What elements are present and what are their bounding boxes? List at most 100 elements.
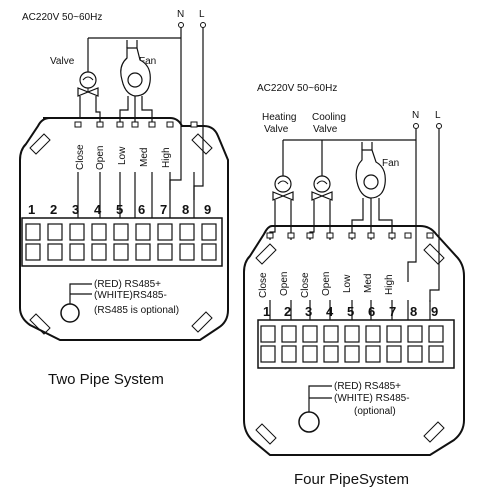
- four-pipe-tab-tr: [423, 243, 445, 265]
- two-pipe-terminal-number: 7: [160, 202, 167, 217]
- two-pipe-label-open: Open: [95, 146, 106, 170]
- four-pipe-heating-valve-icon: [272, 175, 294, 201]
- four-pipe-label-close-heating: Close: [258, 272, 269, 298]
- terminal-screw: [266, 232, 274, 239]
- terminal-cell: [201, 223, 217, 241]
- two-pipe-valve-wire-open: [95, 96, 101, 125]
- two-pipe-rs485-note: (RS485 is optional): [94, 305, 179, 316]
- four-pipe-terminal-number: 7: [389, 304, 396, 319]
- terminal-screw: [326, 232, 334, 239]
- four-pipe-terminal-cells: [260, 325, 444, 363]
- two-pipe-fan-top: [126, 40, 138, 48]
- two-pipe-n-terminal: [178, 22, 184, 28]
- four-pipe-label-open-cooling: Open: [321, 272, 332, 296]
- two-pipe-label-med: Med: [139, 148, 150, 167]
- terminal-cell: [91, 223, 107, 241]
- terminal-screw: [148, 121, 156, 128]
- four-pipe-fan-top: [361, 142, 373, 150]
- terminal-cell-lower: [91, 243, 107, 261]
- four-pipe-caption: Four PipeSystem: [294, 471, 409, 488]
- terminal-cell-lower: [179, 243, 195, 261]
- four-pipe-label-open-heating: Open: [279, 272, 290, 296]
- two-pipe-n-label: N: [177, 9, 184, 20]
- two-pipe-label-low: Low: [117, 146, 128, 165]
- terminal-cell-lower: [25, 243, 41, 261]
- four-pipe-fan-icon: [355, 149, 386, 199]
- four-pipe-n-label: N: [412, 110, 419, 121]
- four-pipe-rs485-red: (RED) RS485+: [334, 381, 401, 392]
- four-pipe-label-low: Low: [342, 274, 353, 293]
- terminal-screw: [404, 232, 412, 239]
- two-pipe-valve-label: Valve: [50, 56, 75, 67]
- terminal-screw: [306, 232, 314, 239]
- four-pipe-fan-high-wire: [378, 198, 393, 240]
- terminal-screw: [426, 232, 434, 239]
- four-pipe-cooling-valve-icon: [311, 175, 333, 201]
- four-pipe-terminal-screws: [266, 232, 434, 239]
- two-pipe-l-terminal: [200, 22, 206, 28]
- two-pipe-label-close: Close: [75, 144, 86, 170]
- two-pipe-diagram: AC220V 50~60Hz N L Valve Fan: [19, 9, 229, 388]
- four-pipe-rs485-wire-red: [308, 385, 332, 412]
- two-pipe-rs485-wire-red: [69, 283, 92, 304]
- terminal-screw: [131, 121, 139, 128]
- two-pipe-terminal-number: 9: [204, 202, 211, 217]
- four-pipe-diagram: AC220V 50~60Hz N L Heating Valve Cooling…: [243, 83, 465, 488]
- four-pipe-tab-tl: [255, 243, 277, 265]
- terminal-cell-lower: [47, 243, 63, 261]
- terminal-cell-lower: [428, 345, 444, 363]
- terminal-screw: [96, 121, 104, 128]
- terminal-cell-lower: [386, 345, 402, 363]
- two-pipe-valve-wire-close: [78, 96, 81, 119]
- terminal-cell: [302, 325, 318, 343]
- terminal-screw: [116, 121, 124, 128]
- two-pipe-tab-tr: [191, 133, 213, 155]
- two-pipe-fan-high-wire: [141, 96, 153, 125]
- two-pipe-terminal-number: 8: [182, 202, 189, 217]
- terminal-cell-lower: [407, 345, 423, 363]
- two-pipe-caption: Two Pipe System: [48, 371, 164, 388]
- two-pipe-terminal-cells: [25, 223, 217, 261]
- two-pipe-tab-bl: [29, 313, 51, 335]
- two-pipe-fan-icon: [120, 47, 151, 97]
- two-pipe-rs485-red: (RED) RS485+: [94, 279, 161, 290]
- terminal-cell: [157, 223, 173, 241]
- four-pipe-l-wire: [429, 129, 440, 302]
- terminal-screw: [367, 232, 375, 239]
- four-pipe-cooling-label-1: Cooling: [312, 112, 346, 123]
- terminal-cell-lower: [69, 243, 85, 261]
- two-pipe-fan-low-wire: [119, 96, 129, 125]
- four-pipe-label-high: High: [384, 274, 395, 295]
- four-pipe-label-med: Med: [363, 274, 374, 293]
- terminal-cell: [365, 325, 381, 343]
- two-pipe-terminal-number: 2: [50, 202, 57, 217]
- two-pipe-label-high: High: [161, 147, 172, 168]
- terminal-cell: [386, 325, 402, 343]
- four-pipe-terminal-number: 5: [347, 304, 354, 319]
- four-pipe-l-label: L: [435, 110, 441, 121]
- terminal-cell-lower: [113, 243, 129, 261]
- terminal-cell-lower: [201, 243, 217, 261]
- two-pipe-terminal-numbers: 1 2 3 4 5 6 7 8 9: [28, 202, 211, 217]
- terminal-screw: [388, 232, 396, 239]
- terminal-cell: [428, 325, 444, 343]
- four-pipe-supply-label: AC220V 50~60Hz: [257, 83, 337, 94]
- four-pipe-l-terminal: [436, 123, 442, 129]
- terminal-cell: [260, 325, 276, 343]
- terminal-cell: [25, 223, 41, 241]
- four-pipe-label-close-cooling: Close: [300, 272, 311, 298]
- terminal-cell-lower: [157, 243, 173, 261]
- four-pipe-heating-label-1: Heating: [262, 112, 296, 123]
- terminal-cell-lower: [260, 345, 276, 363]
- terminal-cell: [179, 223, 195, 241]
- two-pipe-l-label: L: [199, 9, 205, 20]
- four-pipe-terminal-number: 6: [368, 304, 375, 319]
- two-pipe-tab-tl: [29, 133, 51, 155]
- terminal-cell-lower: [281, 345, 297, 363]
- two-pipe-l-wire: [193, 28, 204, 200]
- two-pipe-terminal-wires: [77, 172, 195, 224]
- four-pipe-thermostat-body: [243, 225, 465, 456]
- four-pipe-terminal-number: 3: [305, 304, 312, 319]
- terminal-cell-lower: [365, 345, 381, 363]
- two-pipe-rs485-port: [60, 303, 80, 323]
